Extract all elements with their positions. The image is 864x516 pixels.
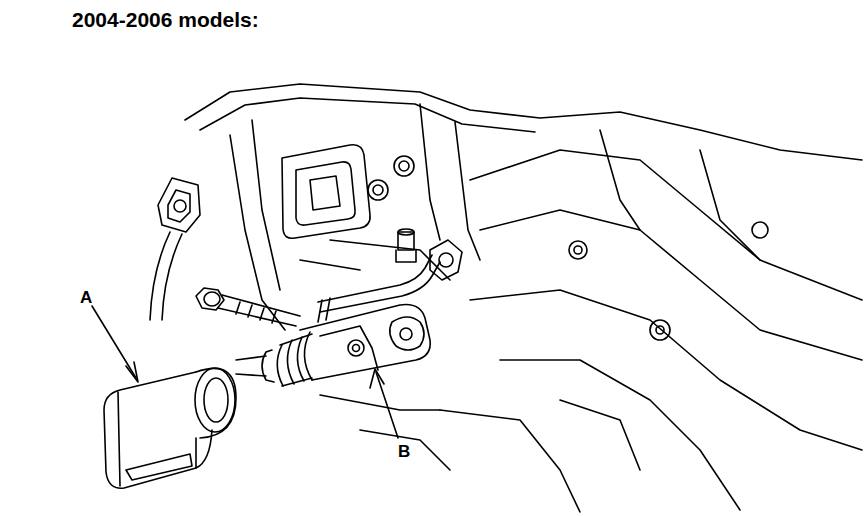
- heat-shield-a: [104, 368, 236, 488]
- bleeder-screw: [396, 229, 416, 262]
- slave-cylinder: [300, 305, 430, 380]
- fluid-line: [318, 240, 462, 322]
- page-title: 2004-2006 models:: [72, 9, 259, 30]
- leader-lines: [92, 306, 398, 438]
- transmission-case: [185, 84, 862, 512]
- hose-clip-bracket: [150, 178, 200, 320]
- callout-letter: B: [398, 443, 410, 460]
- dust-boot-bellows: [236, 334, 312, 386]
- inspection-opening: [282, 145, 370, 239]
- callout-letter: A: [80, 289, 92, 306]
- mounting-bolt: [196, 288, 300, 326]
- mounting-holes: [368, 156, 414, 200]
